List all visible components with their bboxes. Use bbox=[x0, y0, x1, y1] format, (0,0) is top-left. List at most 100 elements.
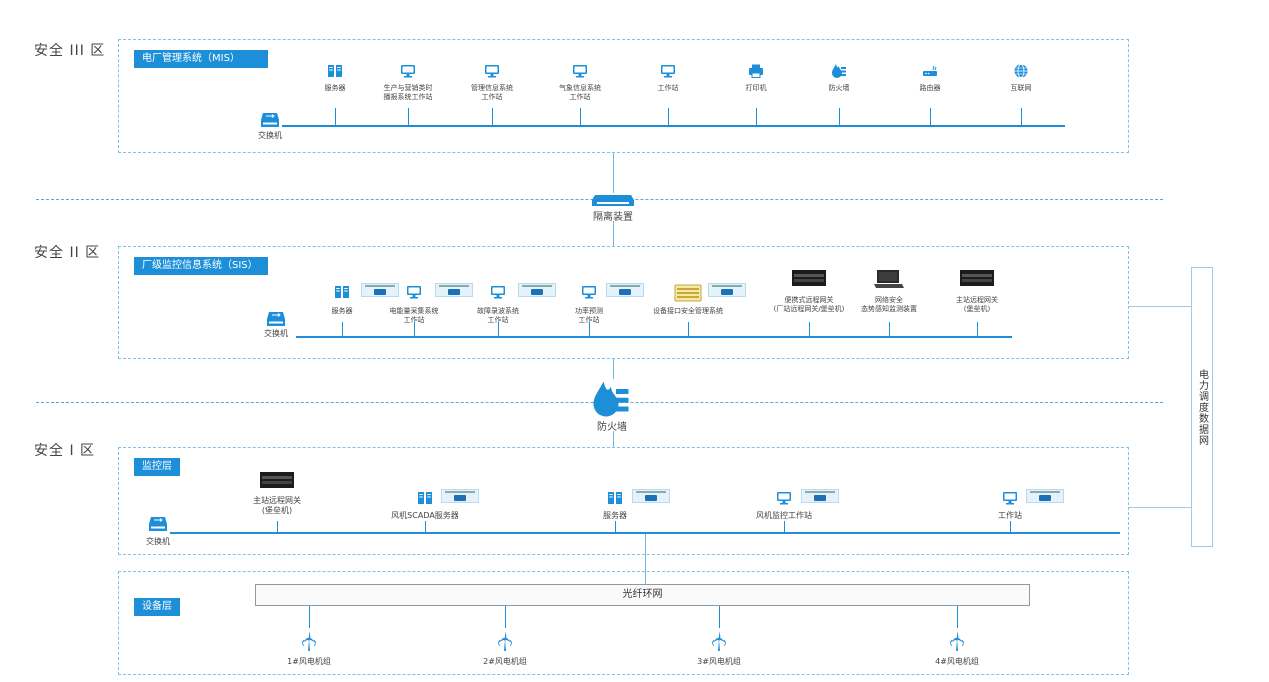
device-label: 交换机 bbox=[264, 329, 288, 338]
turbine-icon bbox=[495, 630, 515, 652]
drop-line bbox=[505, 606, 506, 628]
badge-device-glyph bbox=[531, 289, 543, 295]
grid-network-label: 电力调度数据网 bbox=[1196, 368, 1208, 446]
zone-iii-box bbox=[118, 39, 1129, 153]
device-badge bbox=[518, 283, 556, 297]
fiber-ring: 光纤环网 bbox=[255, 584, 1030, 606]
badge-device-glyph bbox=[645, 495, 657, 501]
drop-line bbox=[688, 322, 689, 336]
workstation-icon bbox=[484, 63, 500, 79]
device-label: 工作站 bbox=[998, 511, 1022, 520]
badge-device-glyph bbox=[374, 289, 386, 295]
drop-line bbox=[615, 521, 616, 532]
badge-device-glyph bbox=[721, 289, 733, 295]
grid-network-box: 电力调度数据网 bbox=[1191, 267, 1213, 547]
drop-line bbox=[1010, 521, 1011, 532]
workstation-icon bbox=[572, 63, 588, 79]
workstation-icon bbox=[406, 284, 422, 300]
drop-line bbox=[719, 606, 720, 628]
workstation-icon bbox=[1002, 490, 1018, 506]
device-label: 服务器 bbox=[331, 307, 353, 315]
drop-line bbox=[309, 606, 310, 628]
drop-line bbox=[889, 322, 890, 336]
device-label: 1#风电机组 bbox=[287, 657, 331, 666]
sis-bus bbox=[296, 336, 1012, 338]
workstation-icon bbox=[581, 284, 597, 300]
device-label: 打印机 bbox=[745, 84, 767, 92]
device-badge bbox=[801, 489, 839, 503]
device-badge bbox=[632, 489, 670, 503]
device-label: 工作站 bbox=[657, 84, 679, 92]
sis-to-grid-line bbox=[1129, 306, 1191, 307]
turbine-icon bbox=[947, 630, 967, 652]
device-label: 故障录波系统 工作站 bbox=[477, 307, 519, 324]
monitor-tag: 监控层 bbox=[134, 458, 180, 476]
server-icon bbox=[334, 284, 350, 300]
device-label: 管理信息系统 工作站 bbox=[471, 84, 513, 101]
internet-icon bbox=[1013, 63, 1029, 79]
drop-line bbox=[277, 521, 278, 532]
drop-line bbox=[414, 322, 415, 336]
turbine-icon bbox=[299, 630, 319, 652]
device-badge bbox=[361, 283, 399, 297]
workstation-icon bbox=[490, 284, 506, 300]
device-label: 风机SCADA服务器 bbox=[391, 511, 459, 520]
device-badge bbox=[1026, 489, 1064, 503]
monitor-bus bbox=[170, 532, 1120, 534]
drop-line bbox=[977, 322, 978, 336]
monitor-box bbox=[118, 447, 1129, 555]
device-label: 路由器 bbox=[919, 84, 941, 92]
device-label: 便携式远程网关 (厂站远程网关/堡垒机) bbox=[773, 296, 845, 313]
isolator-to-sis-line bbox=[613, 221, 614, 246]
drop-line bbox=[580, 108, 581, 125]
firewall-to-monitor-line bbox=[613, 431, 614, 447]
device-label: 风机监控工作站 bbox=[756, 511, 812, 520]
firewall-icon bbox=[831, 63, 847, 79]
bus-to-ring-line bbox=[645, 534, 646, 584]
drop-line bbox=[839, 108, 840, 125]
drop-line bbox=[1021, 108, 1022, 125]
badge-text-bar bbox=[712, 285, 742, 287]
switch-icon bbox=[148, 515, 168, 533]
zone-ii-box bbox=[118, 246, 1129, 359]
keyboard-icon bbox=[674, 284, 702, 302]
device-label: 服务器 bbox=[324, 84, 346, 92]
drop-line bbox=[957, 606, 958, 628]
mis-to-isolator-line bbox=[613, 153, 614, 193]
device-label: 2#风电机组 bbox=[483, 657, 527, 666]
workstation-icon bbox=[400, 63, 416, 79]
drop-line bbox=[425, 521, 426, 532]
zone-ii-title: 安全 II 区 bbox=[34, 245, 101, 261]
device-label: 主站远程网关 (堡垒机) bbox=[253, 496, 301, 515]
server-icon bbox=[417, 490, 433, 506]
drop-line bbox=[408, 108, 409, 125]
firewall-icon bbox=[587, 379, 635, 419]
drop-line bbox=[589, 322, 590, 336]
firewall-label: 防火墙 bbox=[597, 422, 627, 433]
device-layer-tag: 设备层 bbox=[134, 598, 180, 616]
device-label: 功率预测 工作站 bbox=[575, 307, 603, 324]
device-layer-box bbox=[118, 571, 1129, 675]
laptop-icon bbox=[873, 268, 905, 290]
router-icon bbox=[922, 63, 938, 79]
drop-line bbox=[930, 108, 931, 125]
badge-device-glyph bbox=[454, 495, 466, 501]
server-icon bbox=[607, 490, 623, 506]
drop-line bbox=[784, 521, 785, 532]
device-label: 气象信息系统 工作站 bbox=[559, 84, 601, 101]
device-badge bbox=[435, 283, 473, 297]
badge-device-glyph bbox=[619, 289, 631, 295]
printer-icon bbox=[748, 63, 764, 79]
badge-text-bar bbox=[1030, 491, 1060, 493]
sis-to-firewall-line bbox=[613, 359, 614, 379]
monitor-to-grid-line bbox=[1129, 507, 1191, 508]
device-label: 主站远程网关 (堡垒机) bbox=[956, 296, 998, 313]
drop-line bbox=[668, 108, 669, 125]
zone-i-title: 安全 I 区 bbox=[34, 443, 96, 459]
mis-tag: 电厂管理系统（MIS） bbox=[134, 50, 268, 68]
drop-line bbox=[492, 108, 493, 125]
device-label: 互联网 bbox=[1010, 84, 1032, 92]
isolator-icon bbox=[591, 192, 635, 208]
workstation-icon bbox=[776, 490, 792, 506]
device-label: 4#风电机组 bbox=[935, 657, 979, 666]
